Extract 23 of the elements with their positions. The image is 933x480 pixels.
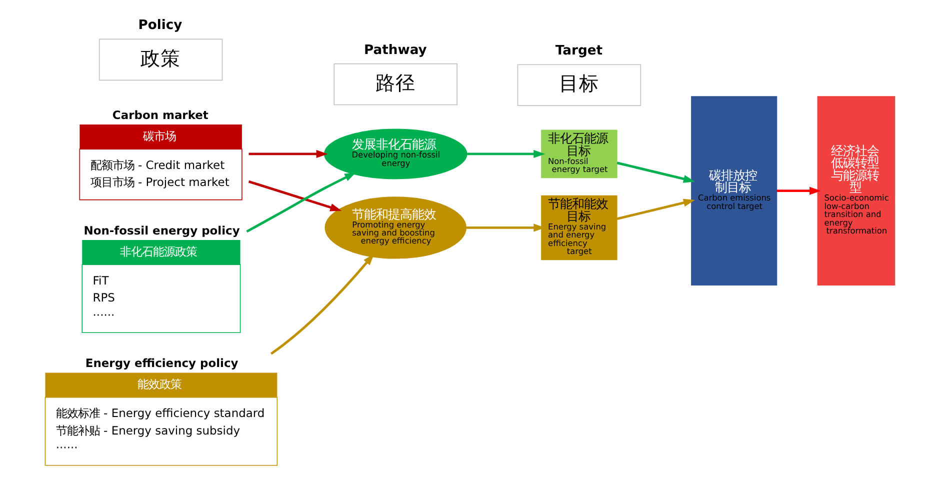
arrow xyxy=(248,150,328,158)
node-ellipse: 发展非化石能源 Developing non-fossil energy xyxy=(324,128,468,180)
node-label: Pathway xyxy=(364,42,427,58)
node-box: 路径 xyxy=(334,63,458,106)
arrow xyxy=(776,186,822,195)
node-label: Non-fossil energy policy xyxy=(84,223,240,238)
node-box: 碳排放控制目标 Carbon emissions control target xyxy=(691,96,778,286)
arrow xyxy=(616,162,695,183)
arrow xyxy=(616,198,695,220)
arrow xyxy=(246,172,356,233)
node-label: Policy xyxy=(138,18,182,34)
arrow xyxy=(248,180,342,212)
arrow xyxy=(270,254,374,355)
node-label: Target xyxy=(555,44,603,59)
node-label: Energy efficiency policy xyxy=(85,356,238,370)
node-ellipse: 节能和提高能效 Promoting energy saving and boosting energy efficiency xyxy=(324,196,467,259)
node-box: 目标 xyxy=(517,64,642,106)
node-box: 节能和能效目标 Energy saving and energy efficiency target xyxy=(541,195,618,260)
node-box: 非化石能源目标 Non-fossil energy target xyxy=(541,130,618,178)
arrow xyxy=(467,150,546,158)
node-box: 政策 xyxy=(98,38,223,81)
node-box: 经济社会低碳转型与能源转型 Socio-economic low-carbon transition and energy transformation xyxy=(817,96,896,286)
node-label: Carbon market xyxy=(112,108,208,122)
